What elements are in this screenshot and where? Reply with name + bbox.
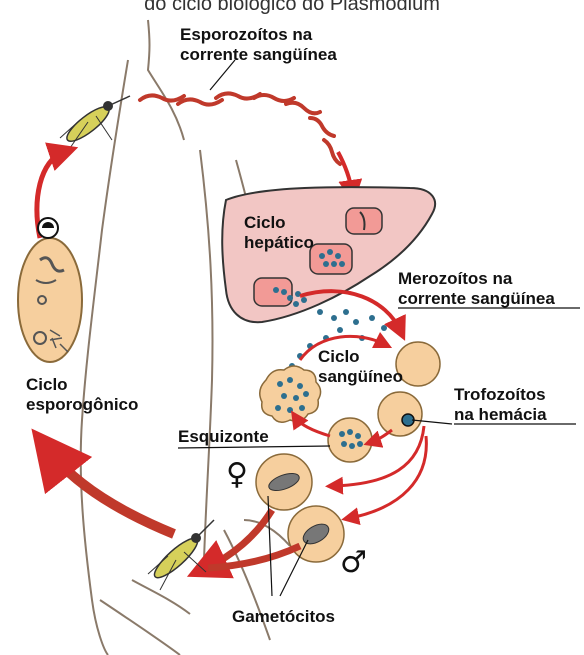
sporozoite-leader-line [210,60,235,90]
mosquito-top-icon [60,96,130,148]
label-sporogonic-cycle: Ciclo esporogônico [26,375,138,414]
label-merozoites: Merozoítos na corrente sangüínea [398,269,555,308]
male-symbol: ♂ [340,545,367,580]
female-symbol: ♀ [226,457,248,492]
schizont-leader-line [178,446,330,448]
cell-to-schizont-arrow [372,430,392,442]
label-sporozoites: Esporozoítos na corrente sangüínea [180,25,337,64]
schizont-cell [328,418,372,462]
label-gametocytes: Gametócitos [232,607,335,626]
label-blood-cycle: Ciclo sangüíneo [318,347,403,386]
mosquito-to-sporogonic-arrow [50,452,174,534]
page-top-text: do ciclo biológico do Plasmodium [144,0,440,15]
red-blood-cell-2 [378,392,422,436]
label-schizont: Esquizonte [178,427,269,446]
ruptured-schizont [260,366,321,422]
sporozoite-to-liver-arrow [338,152,352,192]
label-trophozoites: Trofozoítos na hemácia [454,385,550,424]
sporogonic-oocyst [18,218,82,362]
